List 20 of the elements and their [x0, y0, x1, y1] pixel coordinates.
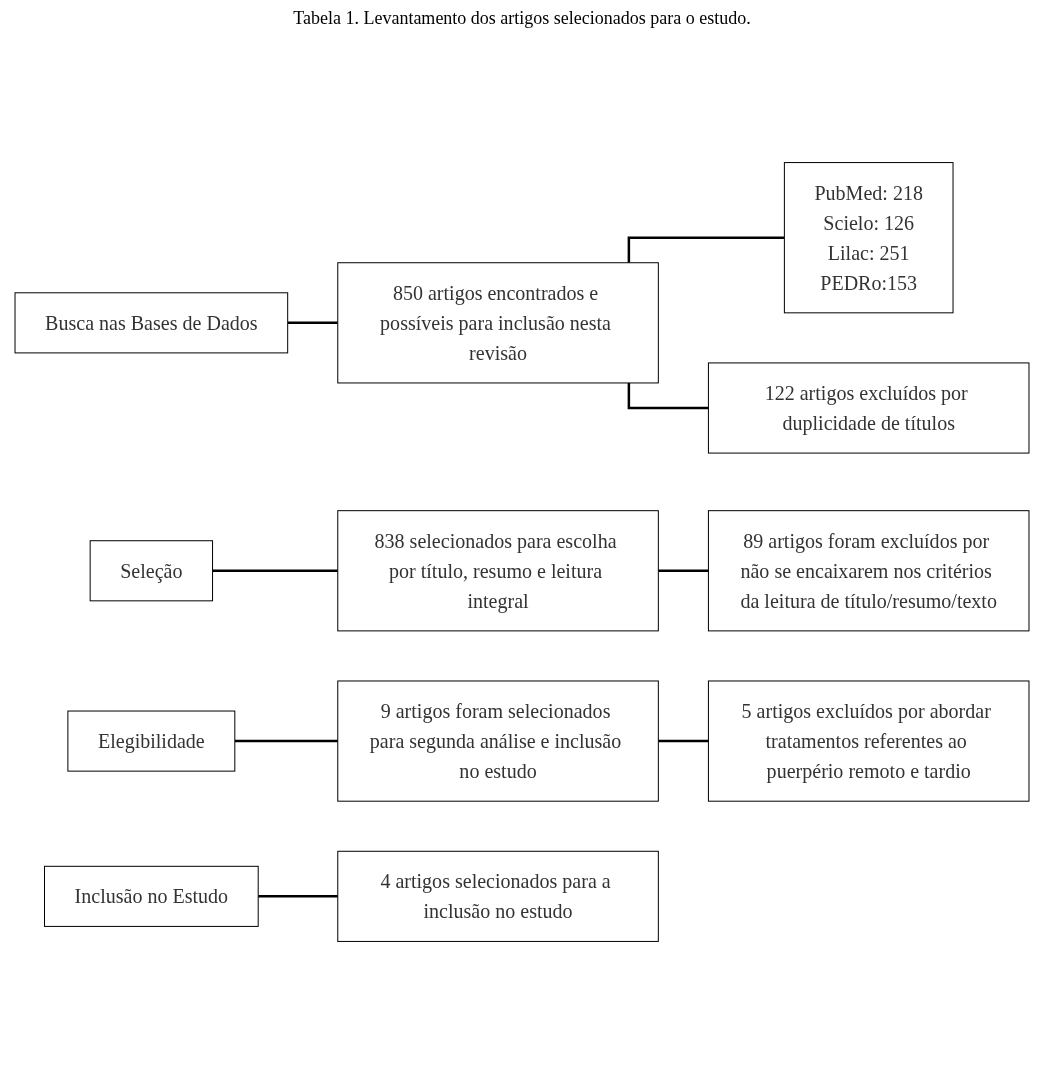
connector: [233, 739, 338, 743]
connector: [657, 569, 709, 573]
node-box: Busca nas Bases de Dados: [14, 292, 289, 354]
connector: [627, 236, 785, 263]
node-box: Elegibilidade: [67, 710, 236, 772]
node-box: 9 artigos foram selecionados para segunda análise e inclusão no estudo: [337, 680, 659, 802]
node-box: 5 artigos excluídos por abordar tratamentos referentes ao puerpério remoto e tardio: [707, 680, 1030, 802]
node-box: 89 artigos foram excluídos por não se encaixarem nos critérios da leitura de título/resumo/texto: [707, 510, 1030, 632]
table-title: Tabela 1. Levantamento dos artigos selecionados para o estudo.: [292, 8, 752, 29]
node-box: 4 artigos selecionados para a inclusão no estudo: [337, 850, 659, 942]
node-box: Seleção: [89, 540, 214, 602]
node-box: PubMed: 218 Scielo: 126 Lilac: 251 PEDRo:153: [783, 162, 954, 314]
connector: [211, 569, 338, 573]
connector: [627, 382, 709, 410]
node-box: 122 artigos excluídos por duplicidade de títulos: [707, 362, 1030, 454]
node-box: 838 selecionados para escolha por título, resumo e leitura integral: [337, 510, 659, 632]
node-box: 850 artigos encontrados e possíveis para inclusão nesta revisão: [337, 262, 659, 384]
connector: [657, 739, 709, 743]
connector: [286, 321, 338, 325]
node-box: Inclusão no Estudo: [44, 865, 259, 927]
